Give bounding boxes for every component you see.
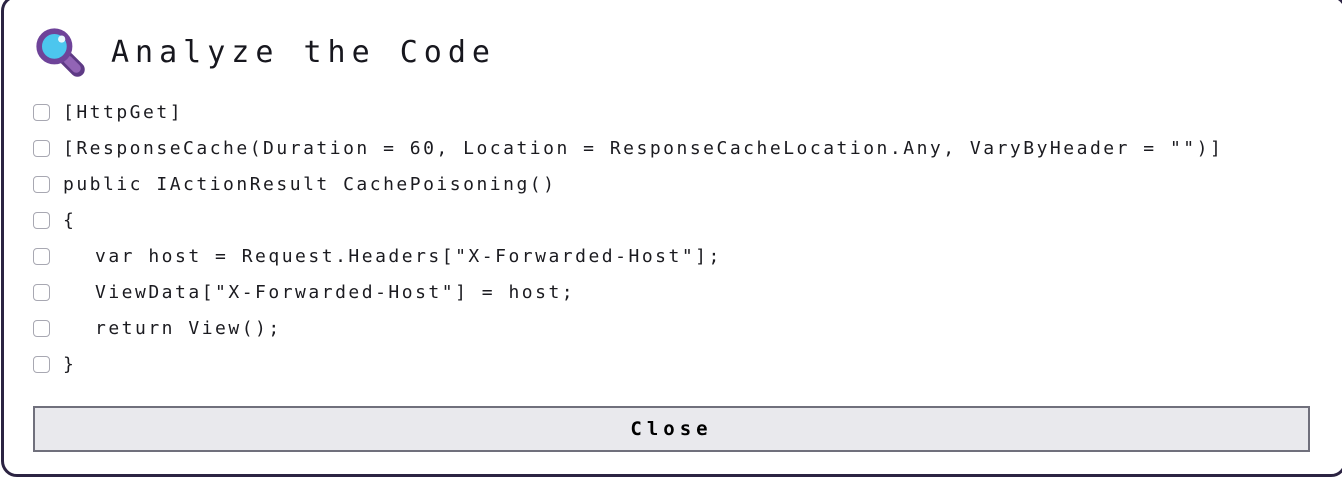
code-line-text: public IActionResult CachePoisoning() xyxy=(63,174,556,195)
magnifying-glass-icon xyxy=(33,25,87,79)
code-line-checkbox[interactable] xyxy=(33,176,50,193)
code-line-row: ViewData["X-Forwarded-Host"] = host; xyxy=(33,274,1310,310)
code-line-checkbox[interactable] xyxy=(33,212,50,229)
code-line-checkbox[interactable] xyxy=(33,104,50,121)
code-line-text: return View(); xyxy=(63,318,282,339)
code-line-text: } xyxy=(63,354,76,375)
code-line-row: var host = Request.Headers["X-Forwarded-… xyxy=(33,238,1310,274)
code-line-text: var host = Request.Headers["X-Forwarded-… xyxy=(63,246,722,267)
code-line-row: { xyxy=(33,202,1310,238)
code-line-checkbox[interactable] xyxy=(33,248,50,265)
code-line-text: [ResponseCache(Duration = 60, Location =… xyxy=(63,138,1223,159)
code-line-checkbox[interactable] xyxy=(33,284,50,301)
code-list: [HttpGet] [ResponseCache(Duration = 60, … xyxy=(33,94,1310,382)
close-button[interactable]: Close xyxy=(33,406,1310,452)
code-line-row: public IActionResult CachePoisoning() xyxy=(33,166,1310,202)
code-line-checkbox[interactable] xyxy=(33,320,50,337)
code-line-row: [ResponseCache(Duration = 60, Location =… xyxy=(33,130,1310,166)
dialog-footer: Close xyxy=(33,406,1310,452)
code-line-text: { xyxy=(63,210,76,231)
code-line-text: ViewData["X-Forwarded-Host"] = host; xyxy=(63,282,575,303)
code-line-row: return View(); xyxy=(33,310,1310,346)
code-line-text: [HttpGet] xyxy=(63,102,183,123)
dialog-title: Analyze the Code xyxy=(111,35,496,70)
dialog-header: Analyze the Code xyxy=(33,22,1310,82)
code-line-checkbox[interactable] xyxy=(33,356,50,373)
code-line-row: [HttpGet] xyxy=(33,94,1310,130)
code-line-row: } xyxy=(33,346,1310,382)
code-line-checkbox[interactable] xyxy=(33,140,50,157)
